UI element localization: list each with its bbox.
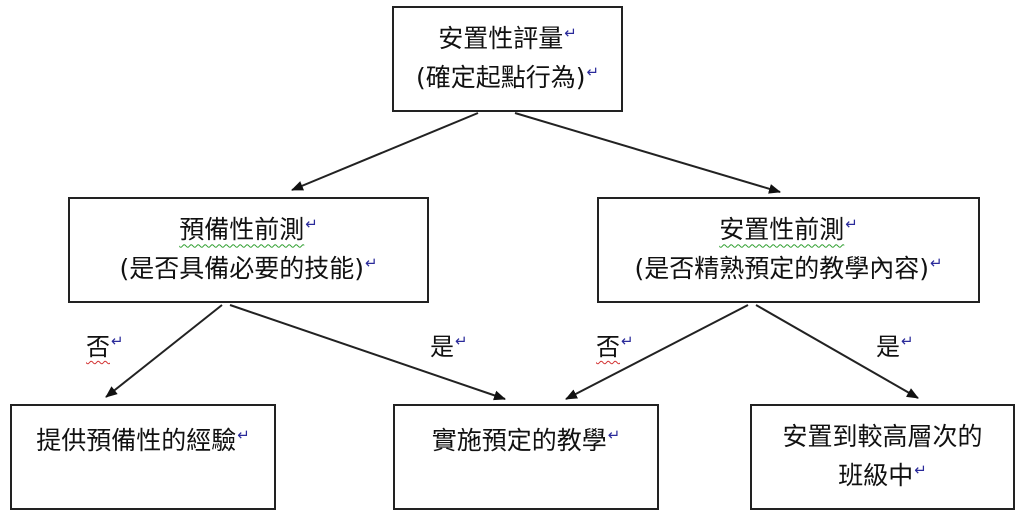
placement-pretest-title: 安置性前測: [719, 215, 845, 245]
placement-evaluation-subtitle: (確定起點行為): [415, 63, 586, 92]
readiness-pretest-title: 預備性前測: [179, 215, 305, 245]
provide-readiness-experience-box: 提供預備性的經驗↵: [10, 404, 276, 510]
advanced-class-placement-line1: 安置到較高層次的: [782, 422, 983, 452]
implement-planned-instruction-box: 實施預定的教學↵: [393, 404, 659, 510]
arrow-top-to-right: [514, 112, 781, 194]
readiness-pretest-subtitle: (是否具備必要的技能): [119, 254, 364, 283]
advanced-class-placement-line2: 班級中: [838, 461, 914, 490]
paragraph-mark-icon: ↵: [364, 253, 378, 272]
edge-label-left-no: 否↵: [86, 332, 124, 361]
arrow-top-to-left: [291, 112, 479, 191]
paragraph-mark-icon: ↵: [929, 253, 943, 272]
paragraph-mark-icon: ↵: [564, 23, 577, 42]
paragraph-mark-icon: ↵: [901, 332, 914, 350]
paragraph-mark-icon: ↵: [455, 332, 468, 350]
paragraph-mark-icon: ↵: [237, 425, 250, 444]
arrow-left-to-bottom-middle: [229, 304, 506, 401]
arrow-left-to-bottom-left: [105, 304, 223, 398]
paragraph-mark-icon: ↵: [914, 460, 927, 479]
paragraph-mark-icon: ↵: [305, 214, 318, 233]
provide-readiness-experience-text: 提供預備性的經驗: [36, 426, 237, 455]
placement-evaluation-title: 安置性評量: [438, 24, 564, 54]
placement-evaluation-box: 安置性評量↵ (確定起點行為)↵: [392, 6, 623, 112]
paragraph-mark-icon: ↵: [845, 214, 858, 233]
readiness-pretest-box: 預備性前測↵ (是否具備必要的技能)↵: [68, 197, 429, 303]
placement-pretest-box: 安置性前測↵ (是否精熟預定的教學內容)↵: [597, 197, 980, 303]
edge-label-left-yes: 是↵: [430, 332, 468, 361]
implement-planned-instruction-text: 實施預定的教學: [431, 426, 607, 455]
arrow-right-to-bottom-middle: [565, 304, 749, 400]
placement-pretest-subtitle: (是否精熟預定的教學內容): [634, 254, 929, 283]
edge-label-right-no: 否↵: [596, 332, 634, 361]
paragraph-mark-icon: ↵: [111, 332, 124, 350]
paragraph-mark-icon: ↵: [586, 62, 600, 81]
edge-label-right-yes: 是↵: [876, 332, 914, 361]
paragraph-mark-icon: ↵: [621, 332, 634, 350]
advanced-class-placement-box: 安置到較高層次的 班級中↵: [750, 404, 1015, 510]
arrow-right-to-bottom-right: [755, 304, 919, 399]
paragraph-mark-icon: ↵: [607, 425, 621, 444]
